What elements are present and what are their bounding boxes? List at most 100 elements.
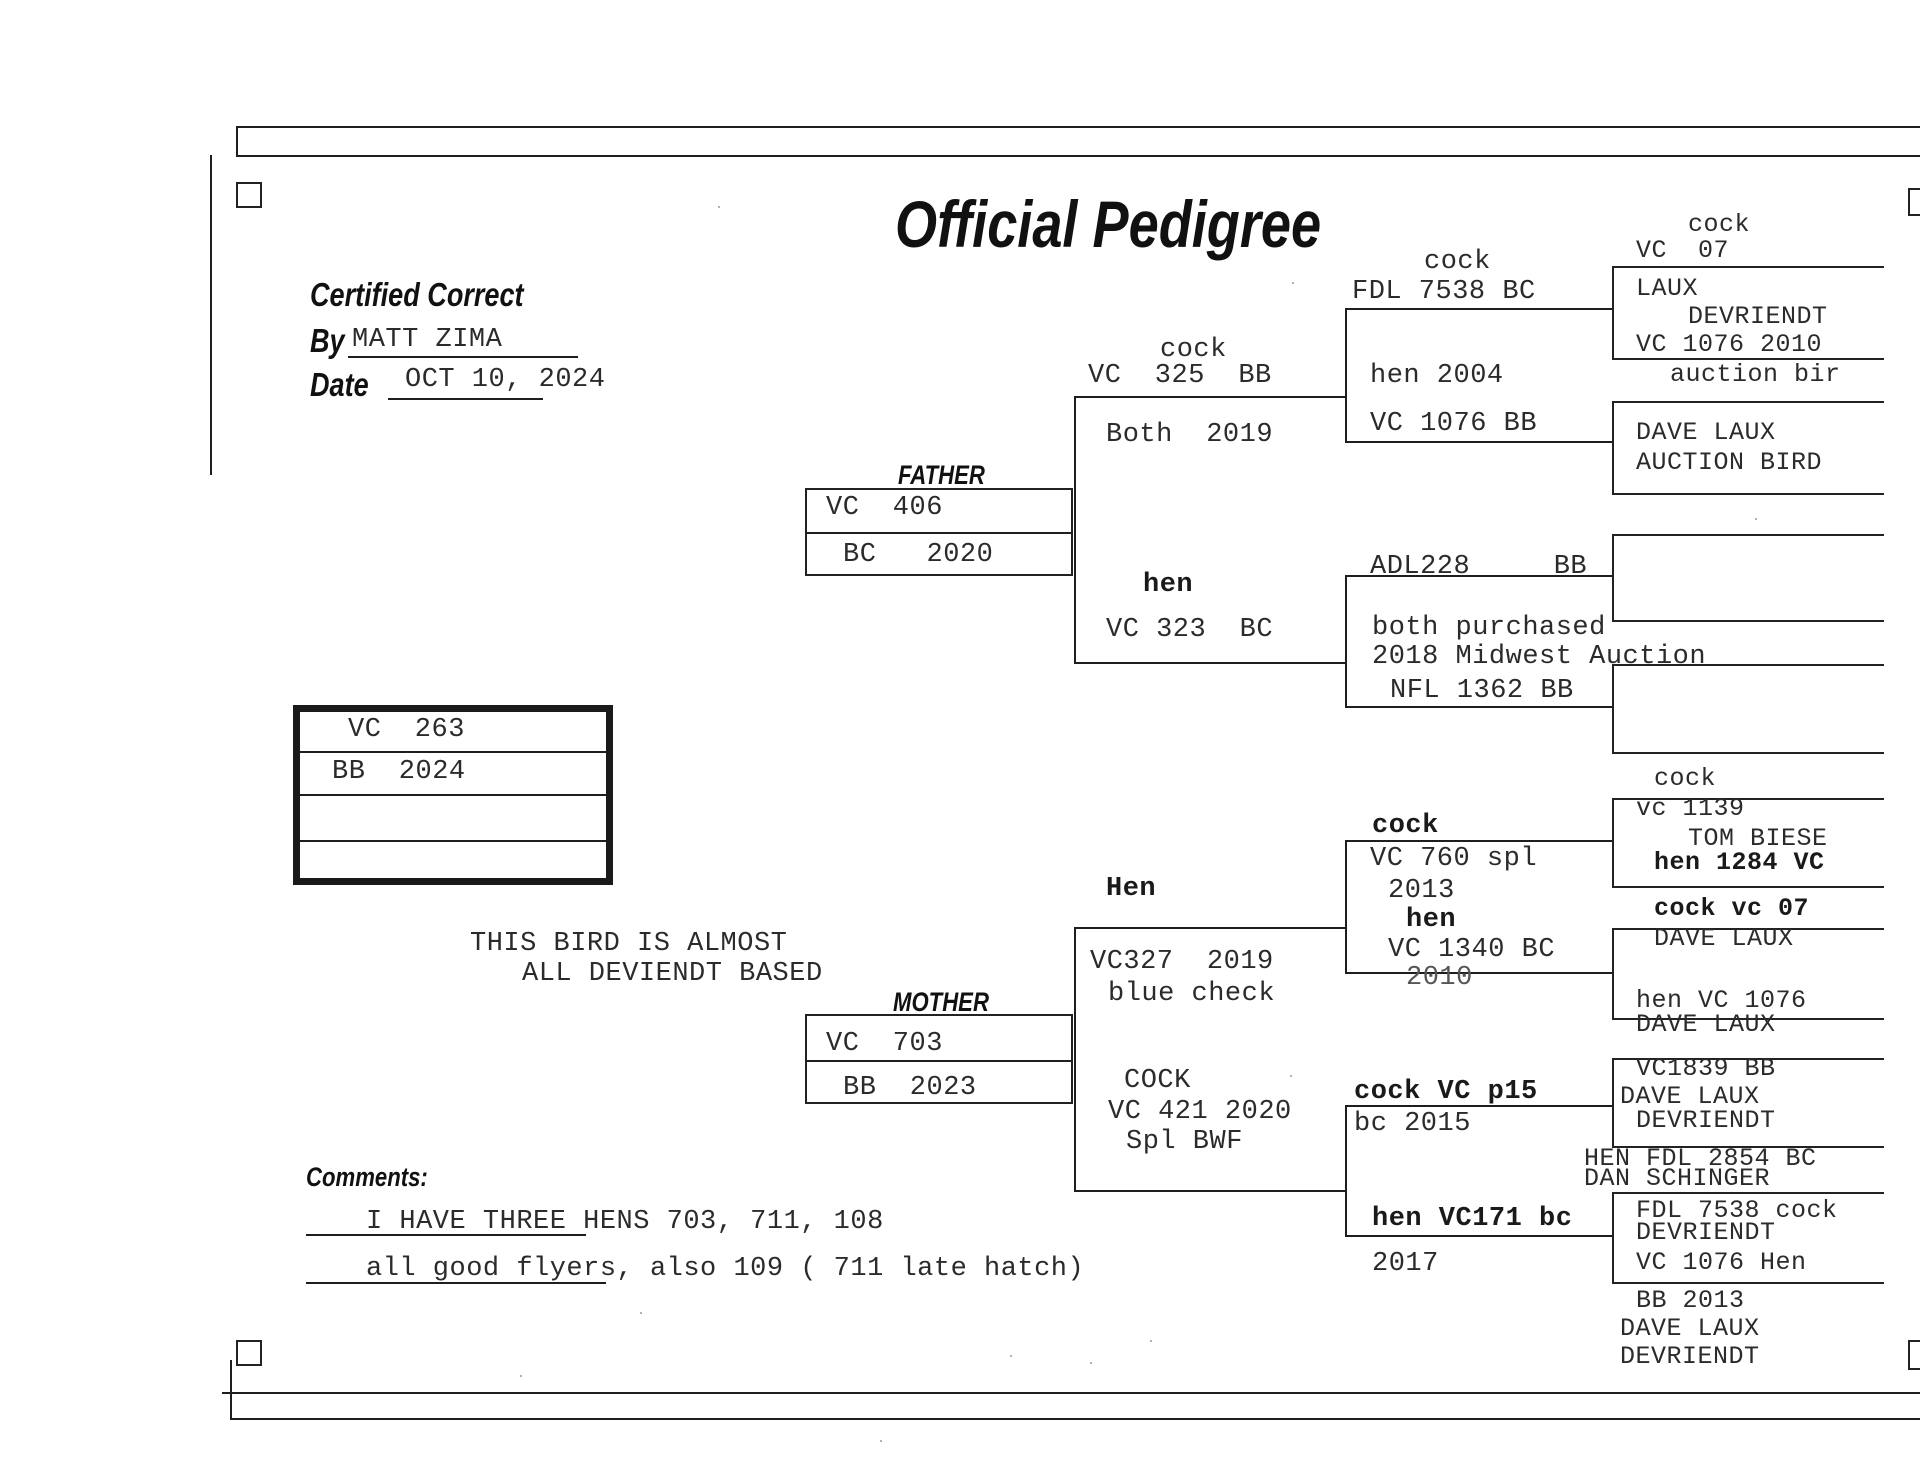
frame-left-stub [210, 155, 212, 475]
subject-band: VC 263 [348, 715, 465, 745]
g3-d-hen: hen [1406, 905, 1457, 935]
comments-underline-2 [306, 1282, 606, 1284]
ff-band: VC 325 BB [1088, 361, 1272, 391]
frame-bottom-inner [222, 1392, 1920, 1394]
g3-c-band: ADL228 BB [1370, 552, 1588, 582]
g3-d-sex: cock [1372, 811, 1439, 841]
g4-e-breeder: DAVE LAUX [1620, 1082, 1760, 1111]
g4-f-strain: DEVRIENDT [1636, 1218, 1776, 1247]
mf-color: blue check [1108, 979, 1276, 1009]
g4-box-e [1612, 798, 1884, 888]
bracket-g3a-bottom [1345, 441, 1613, 443]
edge-bracket-bottom-right [1908, 1340, 1920, 1370]
bracket-father-top [1074, 396, 1346, 398]
mf-sex: Hen [1106, 874, 1157, 904]
scan-speck [520, 1375, 522, 1377]
g3-c-band-2: NFL 1362 BB [1390, 676, 1574, 706]
g4-box-b [1612, 401, 1884, 495]
frame-top-inner [237, 155, 1920, 157]
bracket-mother-top [1074, 927, 1346, 929]
date-value: OCT 10, 2024 [405, 365, 606, 395]
bracket-g3c-bottom [1345, 972, 1613, 974]
subject-row-divider [300, 794, 606, 796]
g4-c-hen: hen 1284 VC [1654, 848, 1825, 877]
bracket-g3a-vertical [1345, 308, 1347, 443]
subject-row-divider [300, 751, 606, 753]
bracket-g3a-top [1345, 308, 1613, 310]
g3-f-year: 2017 [1372, 1249, 1439, 1279]
scan-speck [1150, 1340, 1152, 1342]
g4-e-band: VC1839 BB [1636, 1054, 1776, 1083]
comments-line-2: all good flyers, also 109 ( 711 late hat… [366, 1254, 1085, 1284]
ff-note: Both 2019 [1106, 420, 1274, 450]
subject-box: VC 263 BB 2024 [293, 705, 613, 885]
g4-f-band: FDL 7538 cock [1636, 1196, 1838, 1225]
frame-top-outer [237, 126, 1920, 128]
frame-top-left-drop [236, 126, 238, 157]
g4-f-color-year: BB 2013 [1636, 1286, 1745, 1315]
father-label: FATHER [898, 460, 985, 490]
mm-band: VC 421 2020 [1108, 1097, 1292, 1127]
bracket-mother-bottom [1074, 1190, 1346, 1192]
g4-d-breeder-2: DAVE LAUX [1636, 1010, 1776, 1039]
g3-b-band: VC 1076 BB [1370, 409, 1538, 439]
g3-a-band: FDL 7538 BC [1352, 277, 1536, 307]
g4-d-cock: cock vc 07 [1654, 894, 1810, 923]
mother-label: MOTHER [893, 987, 989, 1017]
mf-band: VC327 2019 [1090, 947, 1274, 977]
g3-d-band: VC 760 spl [1370, 844, 1538, 874]
fm-band: VC 323 BC [1106, 615, 1274, 645]
scan-speck [1010, 1355, 1012, 1357]
bracket-father-bottom [1074, 662, 1346, 664]
g4-f-breeder: DAVE LAUX [1620, 1314, 1760, 1343]
g4-a-band: VC 07 [1636, 236, 1730, 265]
g4-a-breeder: LAUX [1636, 274, 1699, 303]
g4-box-a [1612, 266, 1884, 360]
g4-box-c [1612, 534, 1884, 622]
bracket-g3c-vertical [1345, 840, 1347, 974]
g4-e-hen: HEN FDL 2854 BC [1584, 1144, 1817, 1173]
mother-band: VC 703 [826, 1029, 943, 1059]
g4-box-d [1612, 664, 1884, 754]
g3-e-year: bc 2015 [1354, 1109, 1471, 1139]
g4-c-band: vc 1139 [1636, 794, 1745, 823]
bracket-g3d-top [1345, 1105, 1613, 1107]
date-underline [388, 398, 543, 400]
edge-bracket-top-right [1908, 188, 1920, 216]
g3-b-sex-year: hen 2004 [1370, 361, 1504, 391]
frame-bottom-left-drop [230, 1360, 232, 1418]
subject-color-year: BB 2024 [332, 757, 466, 787]
g4-a-note: auction bir [1670, 360, 1841, 389]
bracket-mother-vertical [1074, 927, 1076, 1192]
comments-label: Comments: [306, 1162, 428, 1192]
g4-b-note: AUCTION BIRD [1636, 448, 1823, 477]
g4-d-hen: hen VC 1076 [1636, 986, 1807, 1015]
bracket-g3b-top [1345, 575, 1613, 577]
bracket-g3b-vertical [1345, 575, 1347, 708]
father-box [805, 488, 1073, 576]
note-line-1: THIS BIRD IS ALMOST [470, 929, 788, 959]
frame-bottom-outer [230, 1418, 1920, 1420]
scan-speck [1755, 518, 1757, 520]
corner-mark-top-left [236, 182, 262, 208]
scan-speck [880, 1440, 882, 1442]
g3-d-hen-year: 2010 [1406, 963, 1473, 993]
g4-f-hen: VC 1076 Hen [1636, 1248, 1807, 1277]
mm-sex: COCK [1124, 1066, 1191, 1096]
by-underline [348, 356, 578, 358]
g4-f-strain-2: DEVRIENDT [1620, 1342, 1760, 1371]
g4-box-g [1612, 1058, 1884, 1148]
comments-line-1: I HAVE THREE HENS 703, 711, 108 [366, 1207, 884, 1237]
scan-speck [1290, 1075, 1292, 1077]
comments-underline-1 [306, 1234, 586, 1236]
bracket-g3d-vertical [1345, 1105, 1347, 1237]
mother-row-divider [807, 1060, 1071, 1062]
bracket-father-vertical [1074, 396, 1076, 664]
g4-e-strain: DEVRIENDT [1636, 1106, 1776, 1135]
bracket-g3c-top [1345, 840, 1613, 842]
g3-e-band: cock VC p15 [1354, 1077, 1538, 1107]
fm-sex: hen [1143, 570, 1194, 600]
g4-e-breeder-2: DAN SCHINGER [1584, 1164, 1771, 1193]
mother-color-year: BB 2023 [843, 1073, 977, 1103]
note-line-2: ALL DEVIENDT BASED [522, 959, 823, 989]
